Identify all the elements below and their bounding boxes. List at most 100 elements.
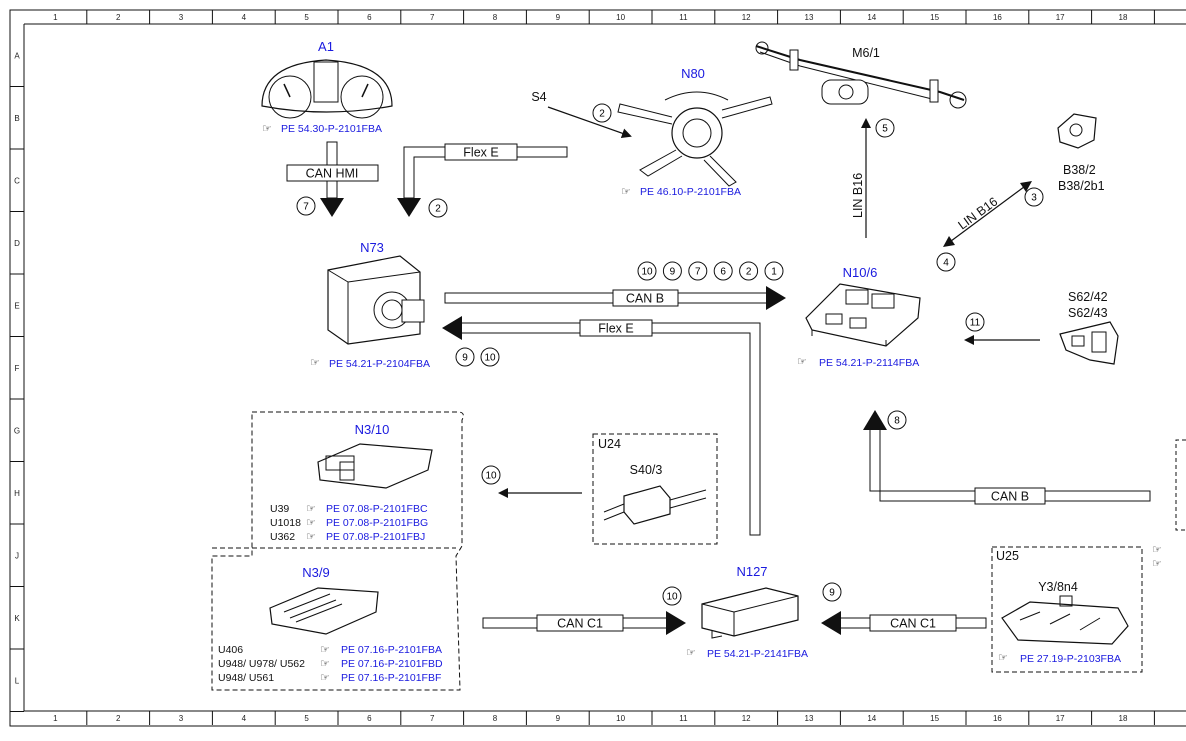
grid-col-label: 10 — [616, 13, 625, 22]
a1-ref-link[interactable]: PE 54.30-P-2101FBA — [281, 123, 382, 135]
grid-col-label: 1 — [53, 714, 58, 723]
s62-43-label: S62/43 — [1068, 306, 1108, 320]
n73-reference[interactable]: ☞ PE 54.21-P-2104FBA — [310, 357, 430, 370]
ecu-variant-code: U362 — [270, 531, 295, 543]
flex-e-mid-arrowhead — [442, 316, 462, 340]
hand-pointer-icon: ☞ — [320, 672, 330, 684]
marker-lin-up: 3 — [1024, 187, 1044, 207]
hand-pointer-icon: ☞ — [1152, 558, 1162, 570]
lin-b16-vertical-label: LIN B16 — [851, 173, 865, 218]
n80-label: N80 — [681, 66, 705, 81]
s4-label: S4 — [531, 90, 546, 104]
n10-6-ref-link[interactable]: PE 54.21-P-2114FBA — [819, 357, 919, 369]
sequence-marker: 9 — [455, 347, 475, 367]
a1-reference[interactable]: ☞ PE 54.30-P-2101FBA — [262, 123, 382, 135]
flex-e-top-label: Flex E — [463, 146, 498, 160]
n80-reference[interactable]: ☞ PE 46.10-P-2101FBA — [621, 186, 741, 198]
ecu-ref-link[interactable]: PE 07.16-P-2101FBA — [341, 644, 442, 656]
engine-ecu-group-border — [211, 411, 464, 691]
n80-ref-link[interactable]: PE 46.10-P-2101FBA — [640, 186, 741, 198]
sequence-marker: 2 — [739, 261, 759, 281]
grid-col-label: 3 — [179, 714, 184, 723]
n3-10-ecu — [317, 443, 433, 489]
grid-col-label: 15 — [930, 13, 939, 22]
can-b-top-label-box — [612, 289, 679, 307]
m6-1-wiper-linkage — [755, 41, 967, 109]
sequence-marker: 10 — [480, 347, 500, 367]
ecu-ref-link[interactable]: PE 07.16-P-2101FBD — [341, 658, 443, 670]
sequence-marker: 9 — [662, 261, 682, 281]
grid-row-label: B — [14, 114, 19, 123]
svg-text:11: 11 — [970, 318, 981, 329]
n127-reference[interactable]: ☞ PE 54.21-P-2141FBA — [686, 647, 808, 660]
hand-pointer-icon: ☞ — [998, 652, 1008, 664]
cluster-housing — [261, 59, 393, 113]
grid-col-label: 17 — [1056, 13, 1065, 22]
n3-9-ecu — [269, 587, 379, 635]
left-gauge-needle — [283, 83, 291, 98]
svg-text:10: 10 — [666, 592, 678, 603]
svg-text:10: 10 — [641, 267, 653, 278]
sequence-marker: 6 — [713, 261, 733, 281]
svg-text:4: 4 — [943, 258, 949, 269]
n10-6-reference[interactable]: ☞ PE 54.21-P-2114FBA — [797, 356, 919, 369]
center-display — [313, 61, 339, 103]
marker-n127-left: 10 — [662, 586, 682, 606]
grid-col-label: 12 — [742, 714, 751, 723]
s40-3-label: S40/3 — [630, 463, 663, 477]
n127-ref-link[interactable]: PE 54.21-P-2141FBA — [707, 648, 808, 660]
ecu-ref-link[interactable]: PE 07.08-P-2101FBJ — [326, 531, 425, 543]
grid-col-label: 6 — [367, 714, 372, 723]
svg-text:9: 9 — [670, 267, 676, 278]
grid-column-labels: 1122334455667788991010111112121313141415… — [53, 10, 1155, 725]
can-b-top-arrowhead — [766, 286, 786, 310]
can-b-right-arrowhead — [863, 410, 887, 430]
ecu-variant-code: U948/ U561 — [218, 672, 274, 684]
grid-row-label: K — [14, 614, 20, 623]
n73-label: N73 — [360, 240, 384, 255]
grid-col-label: 16 — [993, 714, 1002, 723]
n127-module — [701, 587, 799, 639]
can-c1-right-label-box — [869, 614, 957, 632]
u25-ref-link[interactable]: PE 27.19-P-2103FBA — [1020, 653, 1121, 665]
u25-reference[interactable]: ☞ PE 27.19-P-2103FBA — [998, 652, 1121, 665]
can-hmi-label-box — [286, 164, 379, 182]
b38-2b1-label: B38/2b1 — [1058, 179, 1105, 193]
ecu-ref-link[interactable]: PE 07.08-P-2101FBG — [326, 517, 428, 529]
a1-instrument-cluster: A1 — [261, 39, 393, 119]
marker-can-hmi: 7 — [296, 196, 316, 216]
n127-label: N127 — [736, 564, 767, 579]
marker-can-b-up: 8 — [887, 410, 907, 430]
s4-pointer-arrow — [547, 106, 632, 139]
grid-col-label: 2 — [116, 13, 121, 22]
u25-border — [991, 546, 1143, 673]
ecu-ref-link[interactable]: PE 07.08-P-2101FBC — [326, 503, 428, 515]
m6-1-label: M6/1 — [852, 46, 880, 60]
grid-col-label: 13 — [805, 13, 814, 22]
marker-n127-right: 9 — [822, 582, 842, 602]
n73-ref-link[interactable]: PE 54.21-P-2104FBA — [329, 358, 430, 370]
grid-row-label: F — [15, 364, 20, 373]
hand-pointer-icon: ☞ — [310, 357, 320, 369]
can-b-right-label-box — [974, 487, 1046, 505]
a1-label: A1 — [318, 39, 334, 54]
grid-col-label: 5 — [304, 714, 309, 723]
ecu-ref-link[interactable]: PE 07.16-P-2101FBF — [341, 672, 441, 684]
can-hmi-label: CAN HMI — [306, 167, 359, 181]
lin-b16-diag-arrowhead-down — [943, 236, 955, 247]
can-c1-right-label: CAN C1 — [890, 617, 936, 631]
grid-col-label: 18 — [1119, 13, 1128, 22]
grid-row-label: H — [14, 489, 20, 498]
grid-col-label: 17 — [1056, 714, 1065, 723]
grid-row-label: G — [14, 426, 20, 435]
n3-10-label: N3/10 — [355, 422, 390, 437]
grid-col-label: 4 — [242, 714, 247, 723]
marker-lin-down: 4 — [936, 252, 956, 272]
grid-col-label: 2 — [116, 714, 121, 723]
svg-text:7: 7 — [695, 267, 701, 278]
